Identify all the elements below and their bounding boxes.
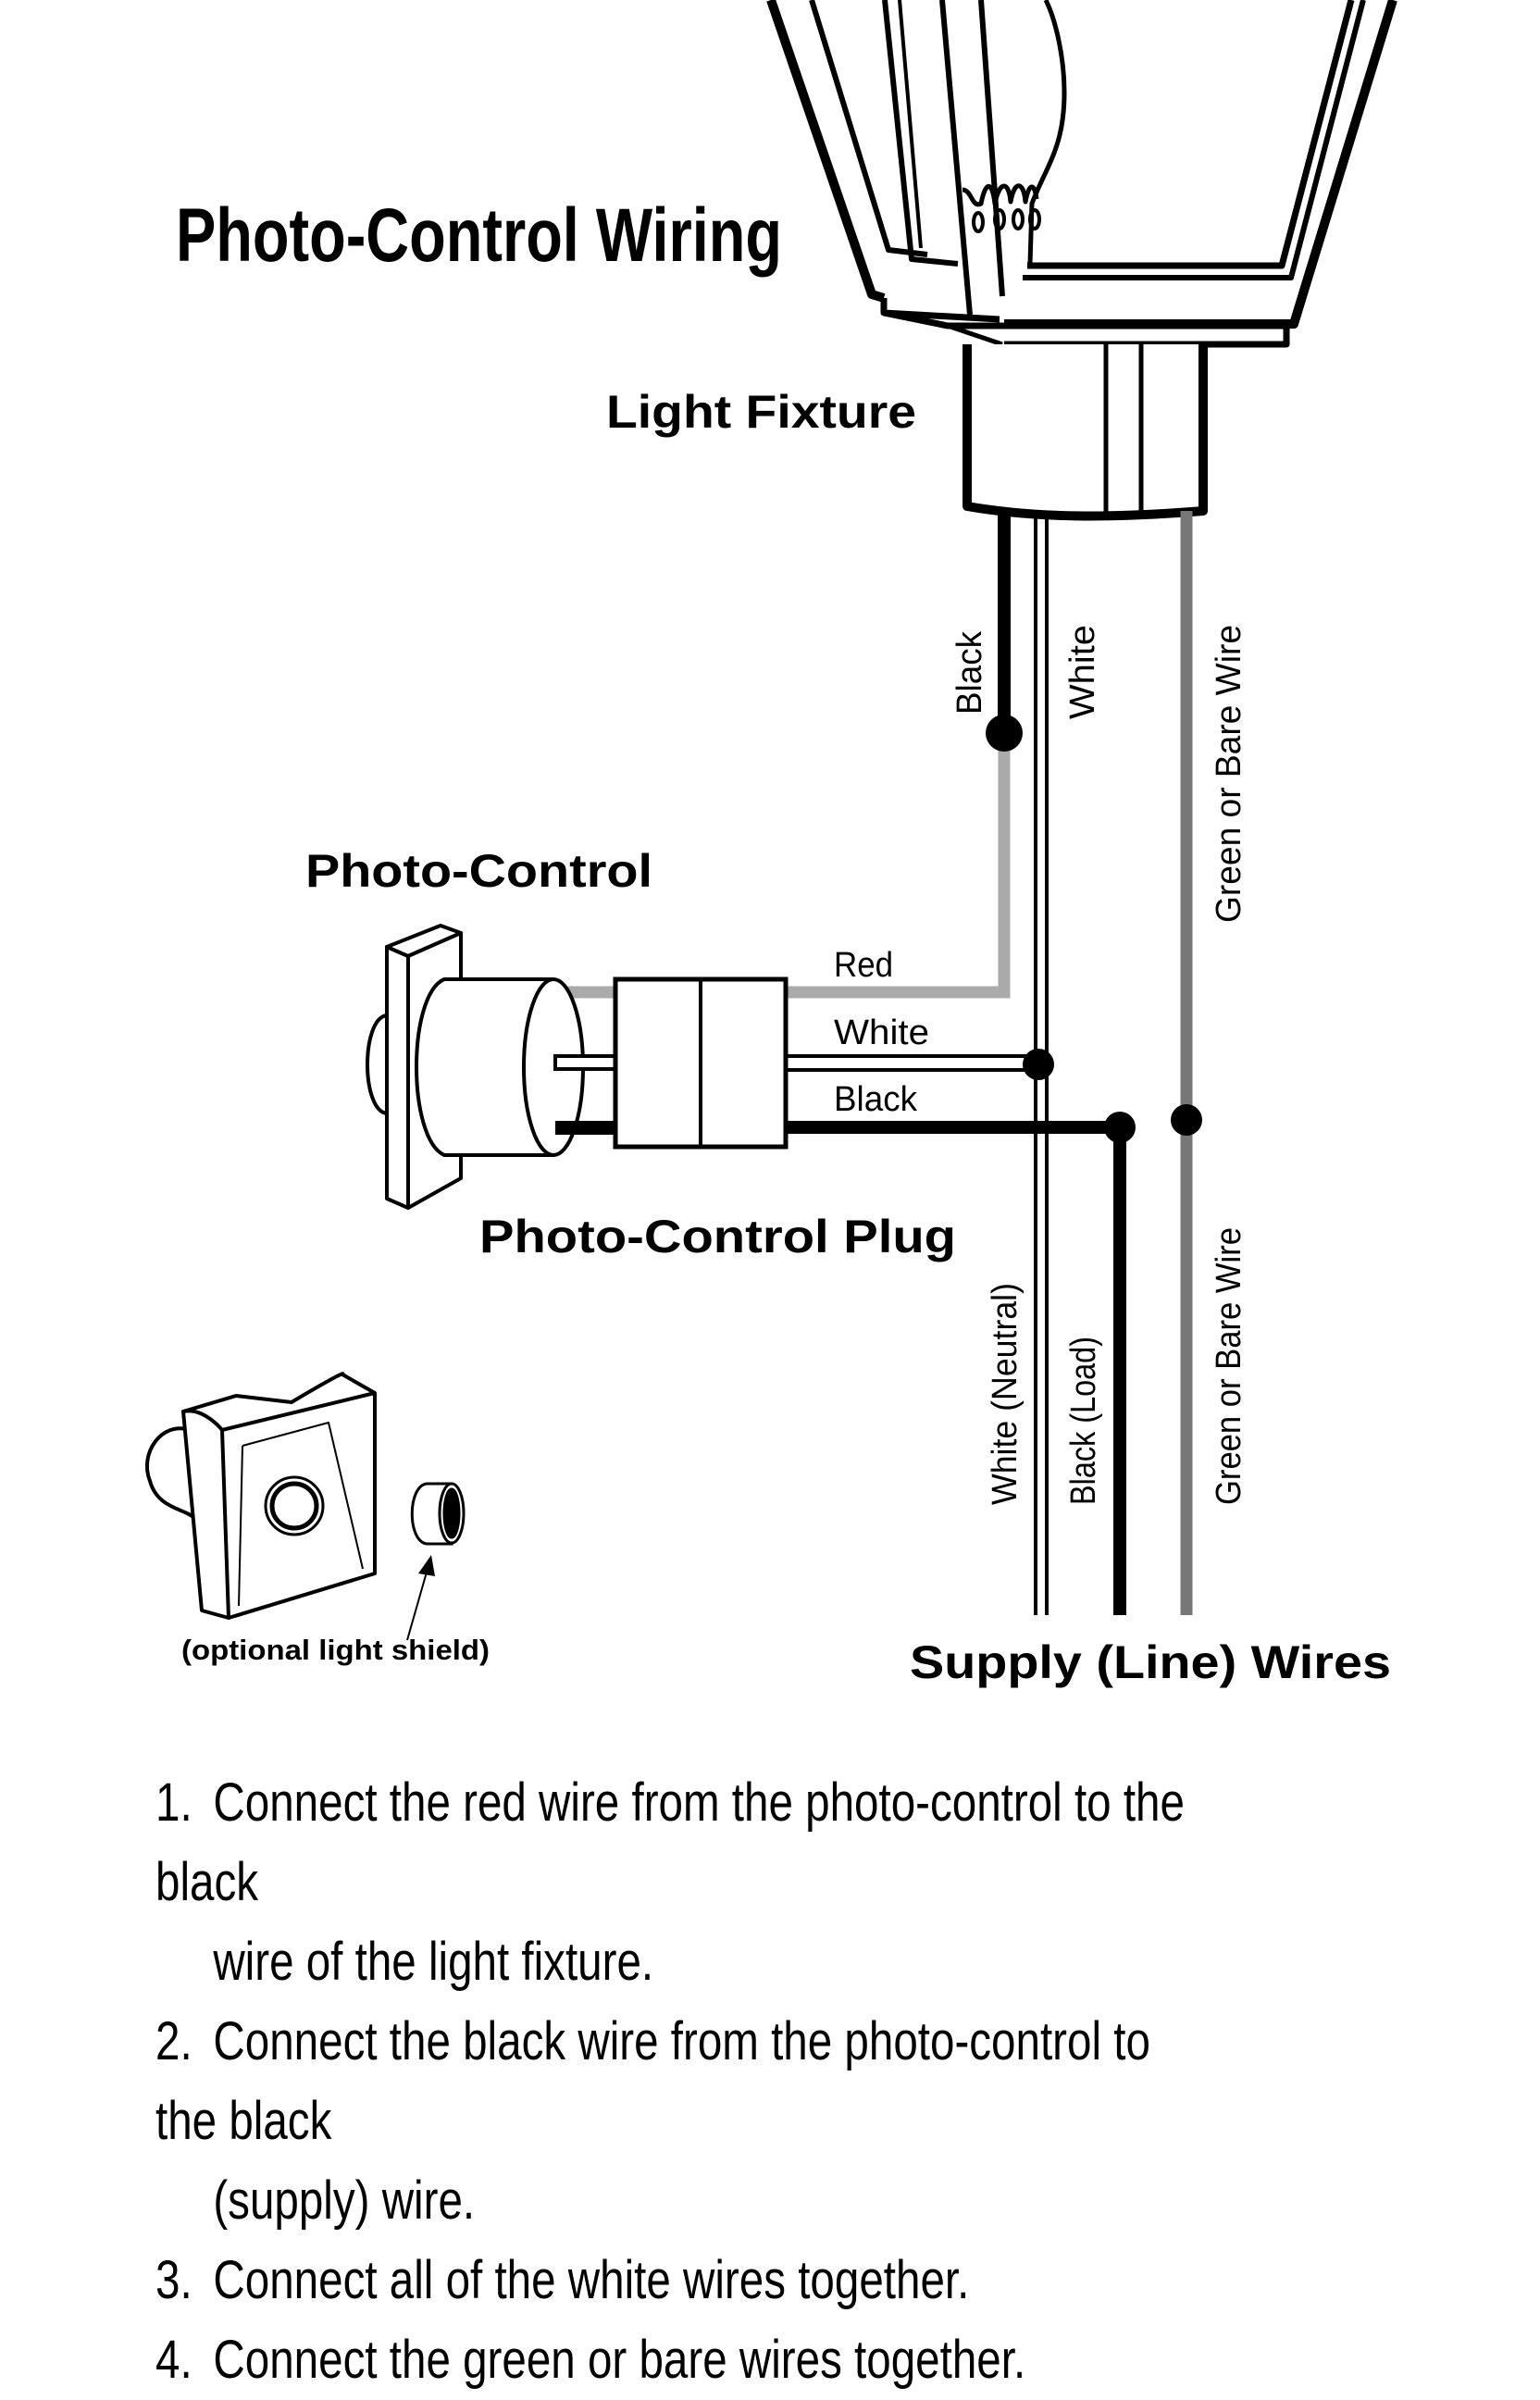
fixture-black-label: Black (950, 630, 989, 715)
lantern-fixture-icon (766, 0, 1397, 521)
instruction-step-2: 2. Connect the black wire from the photo… (155, 2002, 1218, 2241)
junction-black (1104, 1112, 1136, 1143)
step-text-continued: (supply) wire. (213, 2170, 476, 2231)
photo-control-white-wire (786, 1054, 1037, 1072)
step-text-continued: wire of the light fixture. (213, 1932, 654, 1992)
supply-load-label: Black (Load) (1064, 1337, 1103, 1505)
step-number: 3. (155, 2250, 192, 2310)
square-photo-control-icon (144, 1372, 377, 1620)
supply-ground-label: Green or Bare Wire (1210, 1227, 1248, 1505)
diagram-title: Photo-Control Wiring (176, 193, 782, 278)
junction-ground (1171, 1104, 1202, 1136)
light-fixture-label: Light Fixture (606, 386, 916, 438)
white-wire-label: White (834, 1013, 929, 1052)
photo-control-label: Photo-Control (305, 845, 652, 897)
supply-neutral-label: White (Neutral) (986, 1283, 1025, 1505)
black-wire-label: Black (834, 1080, 918, 1119)
optional-shield-label: (optional light shield) (181, 1634, 490, 1666)
photo-control-icon (366, 924, 585, 1210)
photo-control-plug-icon (613, 976, 789, 1150)
junction-black-red (986, 715, 1023, 752)
light-shield-icon (410, 1482, 466, 1546)
junction-white (1023, 1049, 1054, 1080)
step-text: Connect the black wire from the photo-co… (155, 2011, 1150, 2151)
instruction-steps: 1. Connect the red wire from the photo-c… (155, 1763, 1218, 2400)
step-number: 1. (155, 1772, 192, 1833)
step-number: 2. (155, 2011, 192, 2071)
photo-control-plug-label: Photo-Control Plug (479, 1211, 956, 1262)
supply-wires-label: Supply (Line) Wires (910, 1636, 1391, 1688)
instruction-step-1: 1. Connect the red wire from the photo-c… (155, 1763, 1218, 2002)
instruction-step-3: 3. Connect all of the white wires togeth… (155, 2241, 1218, 2320)
shield-arrow-icon (406, 1555, 435, 1641)
step-text: Connect all of the white wires together. (213, 2250, 970, 2310)
red-wire-label: Red (834, 946, 893, 985)
instruction-step-4: 4. Connect the green or bare wires toget… (155, 2320, 1218, 2400)
step-text: Connect the red wire from the photo-cont… (155, 1772, 1185, 1912)
fixture-white-label: White (1063, 625, 1102, 719)
fixture-ground-label: Green or Bare Wire (1210, 625, 1248, 923)
step-number: 4. (155, 2330, 192, 2390)
